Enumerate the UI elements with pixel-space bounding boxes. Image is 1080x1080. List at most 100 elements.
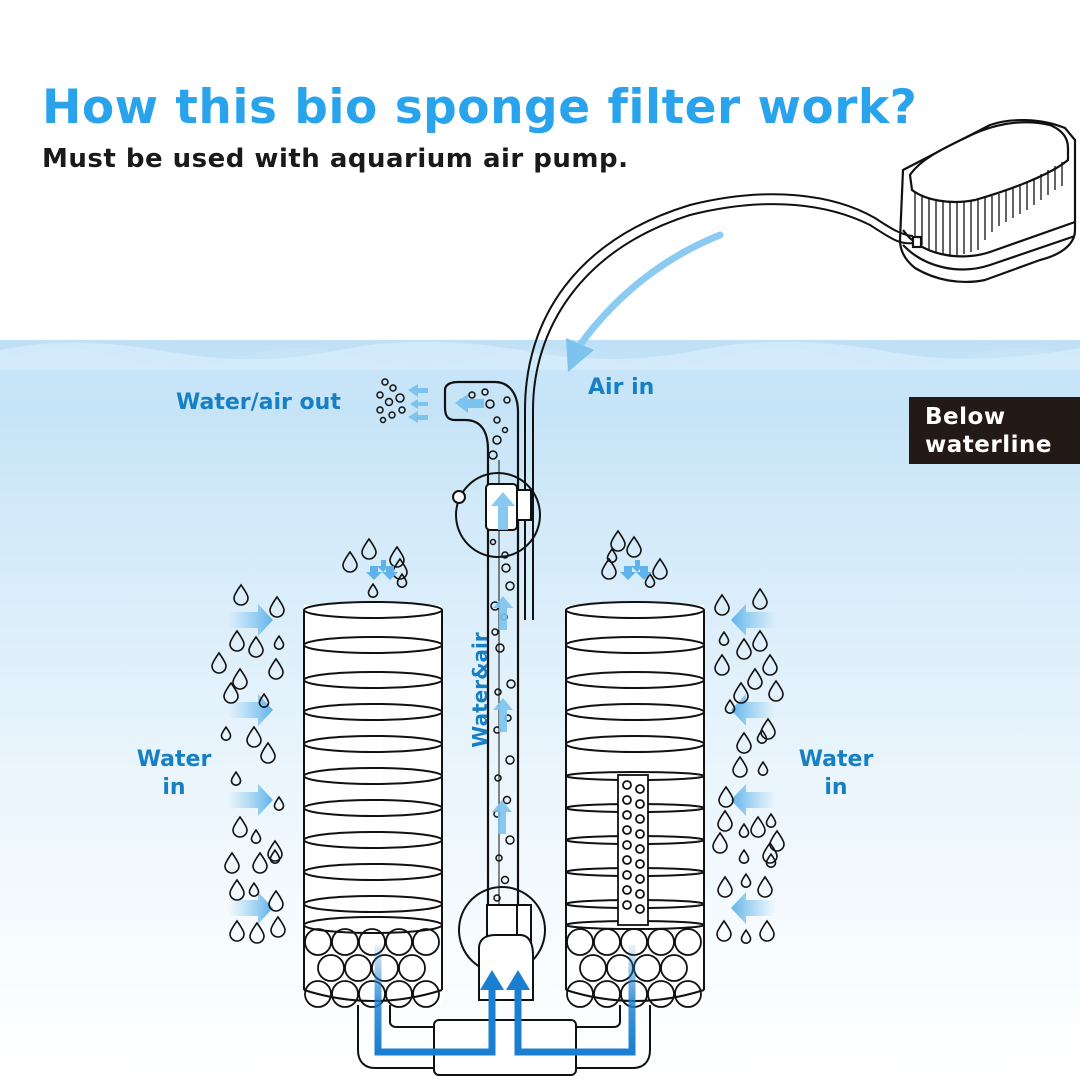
sponge-ring xyxy=(303,895,443,913)
sponge-ring xyxy=(303,916,443,934)
strainer-hole xyxy=(622,795,632,805)
sponge-left xyxy=(303,601,443,1005)
bio-ball xyxy=(674,928,702,956)
bio-ball xyxy=(358,928,386,956)
sponge-ring xyxy=(565,703,705,721)
bio-ball xyxy=(304,980,332,1008)
suction-cup-bottom xyxy=(458,886,546,1001)
water-drop xyxy=(248,635,264,658)
water-drop xyxy=(738,848,750,864)
sponge-ring xyxy=(565,636,705,654)
water-drop xyxy=(733,681,749,704)
water-drop xyxy=(273,634,285,650)
bio-ball xyxy=(385,980,413,1008)
water-drop xyxy=(652,557,668,580)
water-drop xyxy=(270,915,286,938)
water-drop xyxy=(223,681,239,704)
water-drop xyxy=(269,595,285,618)
water-drop xyxy=(717,809,733,832)
water-drop xyxy=(392,557,408,580)
bio-ball xyxy=(660,954,688,982)
water-and-air-label: Water&air xyxy=(468,632,492,748)
sponge-ring xyxy=(303,601,443,619)
water-drop xyxy=(762,653,778,676)
outlet-drops xyxy=(376,378,406,424)
sponge-ring xyxy=(565,735,705,753)
bio-ball xyxy=(371,954,399,982)
bio-ball xyxy=(317,954,345,982)
strainer-hole xyxy=(635,829,645,839)
water-waves xyxy=(0,341,1080,400)
water-in-left-line1: Water xyxy=(136,747,212,772)
water-drop xyxy=(224,851,240,874)
bio-ball xyxy=(358,980,386,1008)
water-in-arrow xyxy=(731,694,776,726)
strainer-hole xyxy=(635,889,645,899)
water-drop xyxy=(229,878,245,901)
strainer-hole xyxy=(622,825,632,835)
base-connector xyxy=(357,1005,651,1076)
sponge-ring xyxy=(303,636,443,654)
bio-balls-left xyxy=(304,928,440,1008)
water-drop xyxy=(232,667,248,690)
bio-ball xyxy=(398,954,426,982)
bio-ball xyxy=(412,928,440,956)
lift-tube-up-arrows xyxy=(491,492,515,834)
water-in-arrow xyxy=(731,892,776,924)
bio-ball xyxy=(331,928,359,956)
water-drop xyxy=(760,717,776,740)
sponge-ring xyxy=(565,671,705,689)
water-in-left-line2: in xyxy=(162,775,186,800)
strainer-hole xyxy=(635,784,645,794)
water-drop xyxy=(768,679,784,702)
water-drop xyxy=(736,637,752,660)
sponge-ring xyxy=(303,703,443,721)
water-drop xyxy=(718,785,734,808)
water-in-arrows-right xyxy=(731,604,776,924)
page-title: How this bio sponge filter work? xyxy=(42,80,918,135)
strainer-hole xyxy=(622,810,632,820)
air-tube xyxy=(524,193,914,620)
water-drop xyxy=(211,651,227,674)
water-drop xyxy=(367,582,379,598)
water-in-left-label: Water in xyxy=(128,746,220,802)
water-drop xyxy=(752,629,768,652)
suction-cup-top xyxy=(452,472,541,558)
water-drop xyxy=(718,630,730,646)
water-drop xyxy=(750,815,766,838)
water-drop xyxy=(342,550,358,573)
sponge-ring xyxy=(303,671,443,689)
strainer-hole xyxy=(635,904,645,914)
water-drop xyxy=(626,535,642,558)
water-drops xyxy=(211,529,785,944)
water-drop xyxy=(717,875,733,898)
water-in-arrow xyxy=(228,604,273,636)
water-drop xyxy=(229,629,245,652)
water-in-arrow xyxy=(228,694,273,726)
water-drop xyxy=(765,812,777,828)
sponge-ring xyxy=(565,601,705,619)
water-drop xyxy=(765,852,777,868)
strainer-hole xyxy=(622,840,632,850)
water-drop xyxy=(712,831,728,854)
water-drop xyxy=(740,928,752,944)
below-waterline-line1: Below xyxy=(925,404,1006,430)
water-drop xyxy=(716,919,732,942)
water-in-arrows-left xyxy=(228,604,273,924)
water-drop xyxy=(644,572,656,588)
water-in-arrow xyxy=(228,784,273,816)
water-drop xyxy=(732,755,748,778)
outlet-arrows xyxy=(408,384,484,423)
bio-ball xyxy=(304,928,332,956)
water-drop xyxy=(769,829,785,852)
sponge-ring xyxy=(303,767,443,785)
water-drop xyxy=(606,547,618,563)
water-drop xyxy=(740,872,752,888)
bottom-flow-arrows xyxy=(374,945,636,1056)
bio-ball xyxy=(647,928,675,956)
strainer-hole xyxy=(635,814,645,824)
water-background xyxy=(0,340,1080,1080)
water-drop xyxy=(724,698,736,714)
bio-ball xyxy=(344,954,372,982)
